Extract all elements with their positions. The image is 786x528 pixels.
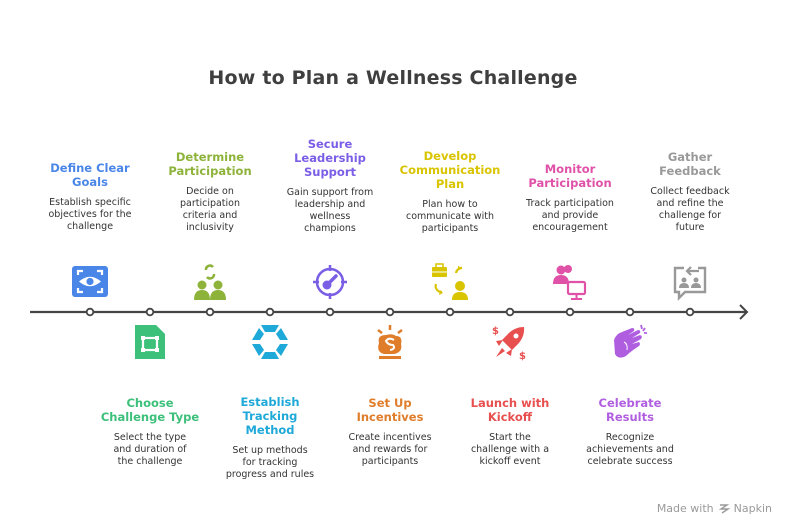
svg-text:$: $	[492, 326, 499, 337]
briefcase-person-icon	[430, 262, 470, 302]
timeline-node	[85, 307, 95, 317]
eye-focus-icon	[70, 262, 110, 302]
rocket-dollar-icon: $ $	[490, 322, 530, 362]
diagram-title: How to Plan a Wellness Challenge	[208, 67, 578, 89]
target-key-icon	[310, 262, 350, 302]
timeline-arrowhead	[739, 304, 749, 320]
timeline-node	[145, 307, 155, 317]
users-monitor-icon	[550, 262, 590, 302]
napkin-brand-label: Napkin	[733, 502, 772, 515]
timeline-node	[445, 307, 455, 317]
napkin-attribution: Made with Napkin	[657, 502, 772, 515]
clapping-hands-icon	[610, 322, 650, 362]
timeline-node	[205, 307, 215, 317]
document-frame-icon	[130, 322, 170, 362]
money-bag-icon	[370, 322, 410, 362]
made-with-label: Made with	[656, 502, 714, 515]
timeline-node	[325, 307, 335, 317]
people-exchange-icon	[190, 262, 230, 302]
timeline-node	[505, 307, 515, 317]
timeline-node	[265, 307, 275, 317]
svg-text:$: $	[519, 351, 526, 362]
napkin-logo-icon	[718, 503, 730, 514]
timeline-node	[565, 307, 575, 317]
feedback-chat-icon	[670, 262, 710, 302]
hexagon-ring-icon	[250, 322, 290, 362]
timeline-node	[385, 307, 395, 317]
timeline-node	[685, 307, 695, 317]
timeline-node	[625, 307, 635, 317]
